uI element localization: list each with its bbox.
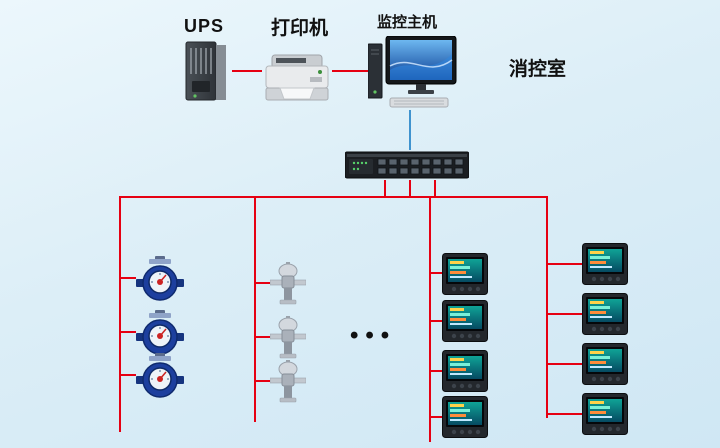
branch-line-power-meters-left xyxy=(429,196,431,442)
stub-power-meter-l3 xyxy=(431,370,442,372)
network-switch-icon xyxy=(345,150,469,180)
water-meter-icon xyxy=(136,353,184,399)
more-branches-ellipsis: ••• xyxy=(350,322,397,349)
printer-label: 打印机 xyxy=(271,18,329,39)
stub-power-meter-r4 xyxy=(548,413,582,415)
stub-valve-1 xyxy=(256,282,270,284)
branch-line-power-meters-right xyxy=(546,196,548,418)
power-meter-icon xyxy=(442,253,488,295)
connector-printer-host xyxy=(332,70,368,72)
monitor-host-label: 监控主机 xyxy=(377,14,438,31)
stub-power-meter-r1 xyxy=(548,263,582,265)
branch-line-water-meters xyxy=(119,196,121,432)
stub-valve-2 xyxy=(256,336,270,338)
stub-power-meter-r2 xyxy=(548,313,582,315)
branch-line-valves xyxy=(254,196,256,422)
power-meter-icon xyxy=(582,393,628,435)
stub-power-meter-l1 xyxy=(431,272,442,274)
monitor-host-icon xyxy=(368,36,458,108)
bus-line xyxy=(119,196,548,198)
stub-valve-3 xyxy=(256,380,270,382)
stub-power-meter-l2 xyxy=(431,320,442,322)
switch-downlink-2 xyxy=(409,180,411,198)
valve-icon xyxy=(270,360,306,404)
power-meter-icon xyxy=(582,243,628,285)
valve-icon xyxy=(270,262,306,306)
stub-water-meter-3 xyxy=(121,374,136,376)
connector-ups-printer xyxy=(232,70,262,72)
stub-power-meter-l4 xyxy=(431,416,442,418)
stub-water-meter-2 xyxy=(121,331,136,333)
ups-label: UPS xyxy=(184,16,225,36)
water-meter-icon xyxy=(136,256,184,302)
valve-icon xyxy=(270,316,306,360)
water-meter-icon xyxy=(136,310,184,356)
switch-downlink-3 xyxy=(434,180,436,198)
power-meter-icon xyxy=(442,350,488,392)
ups-tower-icon xyxy=(180,40,232,102)
power-meter-icon xyxy=(582,343,628,385)
control-room-label: 消控室 xyxy=(509,59,567,80)
switch-downlink-1 xyxy=(384,180,386,198)
connector-host-switch xyxy=(409,110,411,150)
power-meter-icon xyxy=(442,300,488,342)
printer-icon xyxy=(262,50,332,104)
power-meter-icon xyxy=(582,293,628,335)
stub-power-meter-r3 xyxy=(548,363,582,365)
stub-water-meter-1 xyxy=(121,277,136,279)
power-meter-icon xyxy=(442,396,488,438)
